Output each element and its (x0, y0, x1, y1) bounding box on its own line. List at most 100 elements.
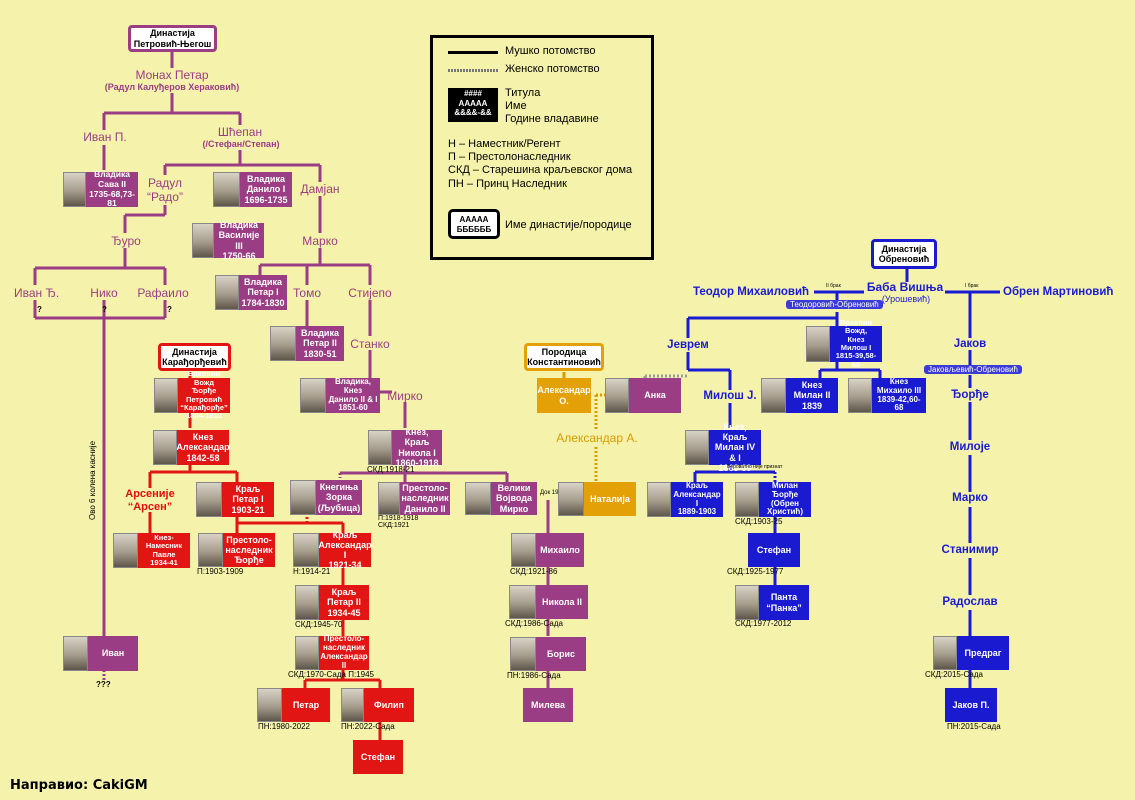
box-anka: Анка (629, 378, 681, 413)
legend-female-line (448, 69, 498, 72)
legend-abbreviations: Н – Наместник/Регент П – Престолонаследн… (448, 138, 633, 190)
portrait-danilo-ii (300, 378, 326, 413)
unknown-descendants: ??? (96, 680, 111, 689)
note-milan-iv: Вероватно није признат (727, 464, 783, 470)
box-petar-k: Петар (282, 688, 330, 722)
portrait-petar-k (257, 688, 282, 722)
box-petar-ii-k: Краљ Петар II 1934-45 (319, 585, 369, 620)
portrait-petar-i (215, 275, 239, 310)
box-ivan: Иван (88, 636, 138, 671)
pill-jakovljevic: Јаковљевић-Обреновић (924, 365, 1023, 374)
dynasty-obrenovic-label: Династија Обреновић (871, 239, 937, 269)
portrait-filip (341, 688, 364, 722)
legend-dynasty-box: ААААА ББББББ (448, 209, 500, 239)
box-predrag: Предраг (957, 636, 1009, 670)
portrait-panta (735, 585, 759, 620)
portrait-petar-ii-k (295, 585, 319, 620)
person-radoslav: Радослав (942, 596, 998, 608)
note-nikola-skd: СКД:1918-21 (367, 465, 415, 474)
note-aleksandar-i: Н:1914-21 (293, 567, 331, 576)
note-petar-ii-k: СКД:1945-70 (295, 620, 343, 629)
box-mirko-v: Велики Војвода Мирко (491, 482, 537, 515)
box-vasilije-iii: Владика Василије III 1750-66 (214, 220, 264, 261)
portrait-mihailo (511, 533, 536, 567)
note-filip: ПН:2022-Сада (341, 722, 395, 731)
box-karadjordje: Врховни Вожд Ђорђе Петровић “Карађорђе” … (178, 370, 230, 420)
box-danilo-p: Престоло- наследник Данило II (400, 482, 450, 515)
portrait-milan-djordje (735, 482, 759, 517)
person-baba-visnja-sub: (Урошевић) (881, 294, 931, 304)
portrait-vasilije (192, 223, 214, 258)
person-teodor: Теодор Михаиловић (692, 286, 810, 298)
person-milos-j: Милош Ј. (703, 390, 757, 402)
portrait-nikola-ii (509, 585, 536, 619)
person-stjepan-sub: (/Стефан/Степан) (202, 139, 280, 149)
person-ivan-dj: Иван Ђ. (14, 286, 60, 300)
person-jevrem: Јеврем (667, 339, 709, 351)
box-milan-iv: Кнез, Краљ Милан IV & I 1868-89 (709, 422, 761, 473)
box-petar-ii: Владика Петар II 1830-51 (296, 326, 344, 361)
person-aleksandar-a: Александар А. (556, 431, 638, 445)
unknown-mark-2: ? (102, 305, 107, 314)
unknown-mark-3: ? (167, 305, 172, 314)
note-stefan-o: СКД:1925-1977 (727, 567, 784, 576)
portrait-sava (63, 172, 86, 207)
note-boris: ПН:1986-Сада (507, 671, 561, 680)
legend-sample-box: #### ААААА &&&&-&& (448, 88, 498, 122)
note-nikola-ii: СКД:1986-Сада (505, 619, 563, 628)
portrait-anka (605, 378, 629, 413)
person-stijepo: Стијепо (348, 286, 392, 300)
box-aleksandar-p: Престоло- наследник Александар II (319, 634, 369, 670)
dynasty-konstantinovic-label: Породица Константиновић (524, 343, 604, 371)
person-stanko: Станко (350, 337, 390, 351)
note-danilo-p: П:1918-1918 СКД:1921 (378, 515, 419, 529)
person-monah-petar: Монах Петар (135, 68, 209, 82)
box-zorka: Кнегиња Зорка (Љубица) (316, 480, 362, 515)
box-aleksandar-o: Александар О. (537, 378, 591, 413)
person-djordje-o: Ђорђе (951, 389, 989, 401)
box-danilo-ii: Владика, Кнез Данило II & I 1851-60 (326, 377, 380, 413)
note-petar-k: ПН:1980-2022 (258, 722, 311, 731)
person-mirko: Мирко (387, 389, 423, 403)
box-nikola-i: Кнез, Краљ Никола I 1860-1918 (392, 427, 442, 468)
portrait-nikola-i (368, 430, 392, 465)
person-damjan: Дамјан (300, 182, 340, 196)
note-mihailo: СКД:1921-86 (510, 567, 558, 576)
box-filip: Филип (364, 688, 414, 722)
person-djuro: Ђуро (111, 234, 141, 248)
box-stefan-k: Стефан (353, 740, 403, 774)
person-tomo: Томо (293, 286, 321, 300)
person-jakov: Јаков (953, 338, 987, 350)
note-obren: I брак (965, 283, 979, 289)
portrait-milan-iv (685, 430, 709, 465)
box-nikola-ii: Никола II (536, 585, 588, 619)
box-aleksandar-k: Кнез Александар 1842-58 (176, 430, 230, 465)
box-milos-i: Врховни Вожд, Кнез Милош I 1815-39,58-60 (830, 318, 882, 368)
note-djordje-k: П:1903-1909 (197, 567, 244, 576)
portrait-boris (510, 637, 536, 671)
portrait-djordje-k (198, 533, 223, 567)
portrait-karadjordje (154, 378, 178, 413)
portrait-milan-ii (761, 378, 786, 413)
portrait-mirko-v (465, 482, 491, 515)
box-djordje-k: Престоло- наследник Ђорђе (223, 533, 275, 567)
person-ivan-p: Иван П. (83, 130, 127, 144)
portrait-aleksandar-i (293, 533, 319, 567)
portrait-predrag (933, 636, 957, 670)
person-stjepan: Шћепан (217, 125, 263, 139)
box-mihailo: Михаило (536, 533, 584, 567)
box-pavle: Кнез-Намесник Павле 1934-41 (138, 533, 190, 568)
box-mihailo-iii: Кнез Михаило III 1839-42,60-68 (872, 377, 926, 413)
portrait-zorka (290, 480, 316, 515)
person-rafailo: Рафаило (137, 286, 189, 300)
portrait-danilo-p (378, 482, 400, 515)
credit: Направио: CakiGM (10, 778, 148, 793)
person-marko-o: Марко (952, 492, 988, 504)
box-petar-i: Владика Петар I 1784-1830 (239, 275, 287, 310)
note-teodor: II брак (826, 283, 841, 289)
dynasty-karadjordjevic-label: Династија Карађорђевић (158, 343, 231, 371)
box-natalija: Наталија (584, 482, 636, 516)
legend-sample-desc: Титула Име Године владавине (505, 87, 599, 126)
box-panta: Панта “Панка” (759, 585, 809, 620)
